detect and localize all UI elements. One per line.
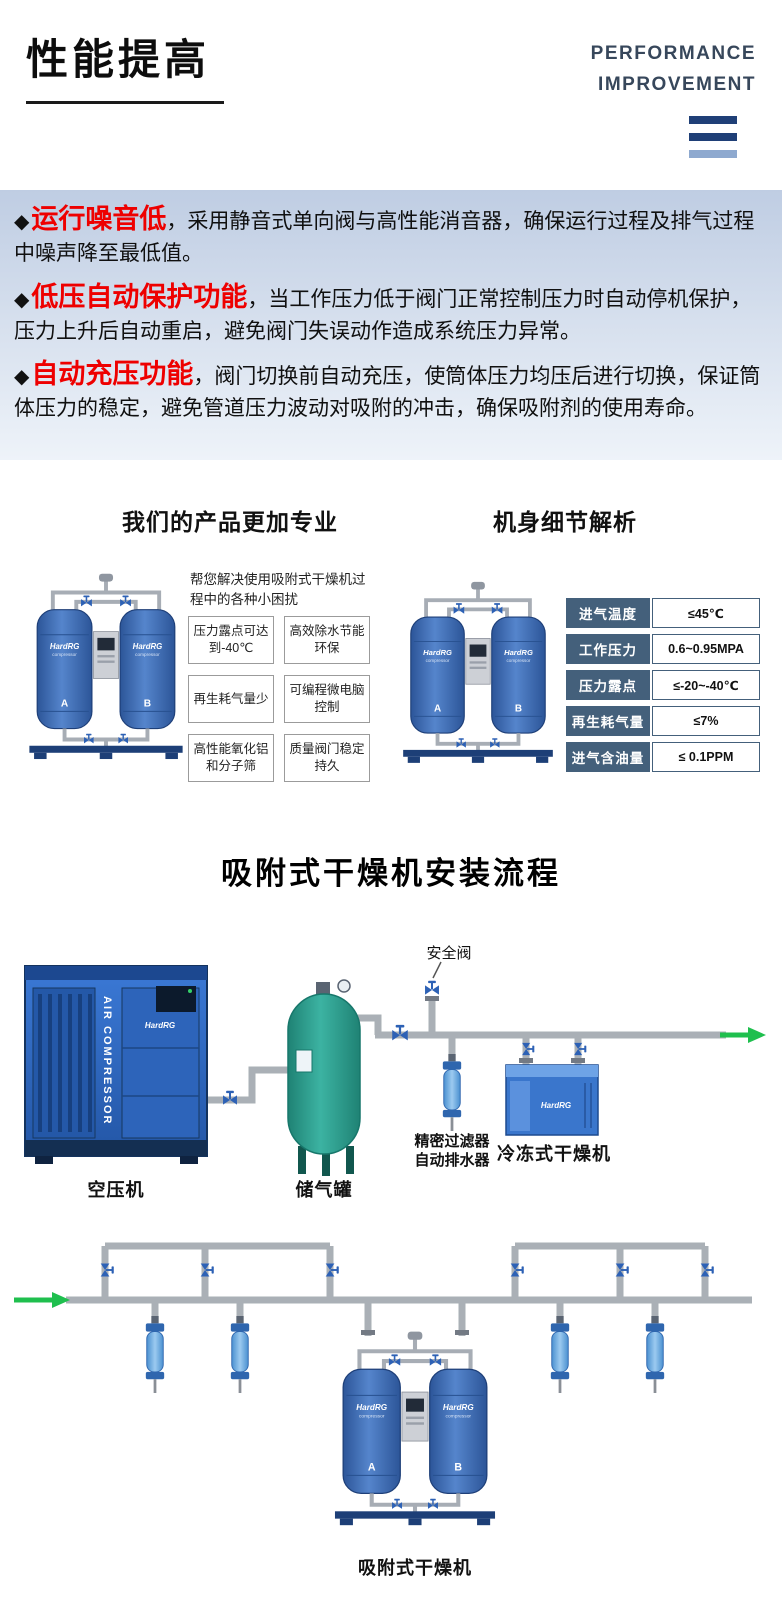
spec-value: ≤45℃	[652, 598, 760, 628]
tank-nameplate	[295, 1049, 313, 1073]
feature-list: ◆运行噪音低，采用静音式单向阀与高性能消音器，确保运行过程及排气过程中噪声降至最…	[0, 190, 782, 460]
pressure-gauge-icon	[337, 979, 351, 993]
filter-label-line1: 精密过滤器	[414, 1132, 490, 1150]
fridge-dryer-label: 冷冻式干燥机	[497, 1143, 611, 1164]
spec-label: 进气温度	[566, 598, 650, 628]
spec-label: 压力露点	[566, 670, 650, 700]
flow-arrow-in	[14, 1292, 70, 1308]
selling-point: 高效除水节能环保	[284, 616, 370, 664]
tank-label: 储气罐	[295, 1179, 353, 1200]
page-title: 性能提高	[26, 36, 211, 83]
product-image-left	[20, 572, 192, 760]
line-filter	[645, 1316, 665, 1393]
selling-point: 高性能氧化铝和分子筛	[188, 734, 274, 782]
adsorption-dryer-unit	[335, 1332, 495, 1526]
brand-text: HardRG	[541, 1101, 571, 1110]
title-underline	[26, 101, 224, 104]
feature-item: ◆运行噪音低，采用静音式单向阀与高性能消音器，确保运行过程及排气过程中噪声降至最…	[14, 204, 755, 266]
spec-value: ≤ 0.1PPM	[652, 742, 760, 772]
compressor-en-label: AIR COMPRESSOR	[101, 996, 113, 1125]
product-image-right	[394, 580, 562, 764]
selling-point: 再生耗气量少	[188, 675, 274, 723]
line-filter	[145, 1316, 165, 1393]
refrigerated-dryer-unit: HardRG	[505, 1064, 599, 1136]
air-tank	[287, 979, 361, 1176]
feature-desc: 当工作压力低于阀门正常控制压力时自动停机保护，压力上升后自动重启，避免阀门失误动…	[14, 287, 752, 343]
line-filter	[230, 1316, 250, 1393]
selling-points: 压力露点可达到-40℃ 高效除水节能环保 再生耗气量少 可编程微电脑控制 高性能…	[188, 616, 370, 782]
selling-point: 压力露点可达到-40℃	[188, 616, 274, 664]
feature-desc: 采用静音式单向阀与高性能消音器，确保运行过程及排气过程中噪声降至最低值。	[14, 210, 755, 266]
air-compressor: AIR COMPRESSOR HardRG	[24, 965, 208, 1164]
flow-arrow-out	[720, 1027, 766, 1043]
selling-point: 可编程微电脑控制	[284, 675, 370, 723]
feature-name: 运行噪音低	[31, 204, 167, 234]
pipes-top	[207, 1000, 726, 1104]
installation-diagram: AIR COMPRESSOR HardRG HardRG	[14, 944, 766, 1578]
feature-name: 自动充压功能	[31, 359, 194, 390]
spec-label: 工作压力	[566, 634, 650, 664]
subtitle-line2: IMPROVEMENT	[598, 74, 756, 96]
safety-valve-label: 安全阀	[426, 944, 471, 962]
table-row: 进气含油量 ≤ 0.1PPM	[566, 742, 760, 772]
installation-title: 吸附式干燥机安装流程	[221, 856, 561, 891]
spec-value: ≤7%	[652, 706, 760, 736]
feature-desc: 阀门切换前自动充压，使筒体压力均压后进行切换，保证筒体压力的稳定，避免管道压力波…	[14, 365, 761, 421]
adsorption-dryer-label: 吸附式干燥机	[358, 1557, 472, 1578]
table-row: 工作压力 0.6~0.95MPA	[566, 634, 760, 664]
decor-bar	[689, 133, 737, 141]
spec-label: 再生耗气量	[566, 706, 650, 736]
brand-text: HardRG	[145, 1021, 175, 1030]
section-title-professional: 我们的产品更加专业	[122, 509, 338, 535]
table-row: 再生耗气量 ≤7%	[566, 706, 760, 736]
header-subtitle: PERFORMANCE IMPROVEMENT	[591, 38, 756, 101]
feature-item: ◆自动充压功能，阀门切换前自动充压，使筒体压力均压后进行切换，保证筒体压力的稳定…	[14, 359, 761, 421]
decor-bar	[689, 116, 737, 124]
spec-label: 进气含油量	[566, 742, 650, 772]
line-filter	[550, 1316, 570, 1393]
diamond-icon: ◆	[14, 211, 30, 233]
spec-value: ≤-20~-40℃	[652, 670, 760, 700]
feature-name: 低压自动保护功能	[31, 281, 248, 312]
compressor-label: 空压机	[88, 1179, 145, 1200]
decor-bar	[689, 150, 737, 158]
subtitle-line1: PERFORMANCE	[590, 43, 756, 64]
feature-item: ◆低压自动保护功能，当工作压力低于阀门正常控制压力时自动停机保护，压力上升后自动…	[14, 281, 752, 343]
decor-bars	[689, 116, 737, 167]
safety-valve-icon	[425, 980, 439, 995]
filter-label-line2: 自动排水器	[414, 1151, 490, 1169]
product-intro: 帮您解决使用吸附式干燥机过程中的各种小困扰	[190, 572, 366, 608]
section-title-details: 机身细节解析	[493, 509, 637, 535]
diamond-icon: ◆	[14, 366, 30, 389]
table-row: 进气温度 ≤45℃	[566, 598, 760, 628]
selling-point: 质量阀门稳定持久	[284, 734, 370, 782]
diamond-icon: ◆	[14, 288, 30, 311]
spec-table: 进气温度 ≤45℃ 工作压力 0.6~0.95MPA 压力露点 ≤-20~-40…	[566, 598, 760, 778]
table-row: 压力露点 ≤-20~-40℃	[566, 670, 760, 700]
pipes-bottom	[66, 1242, 752, 1336]
precision-filter	[442, 1054, 462, 1131]
spec-value: 0.6~0.95MPA	[652, 634, 760, 664]
